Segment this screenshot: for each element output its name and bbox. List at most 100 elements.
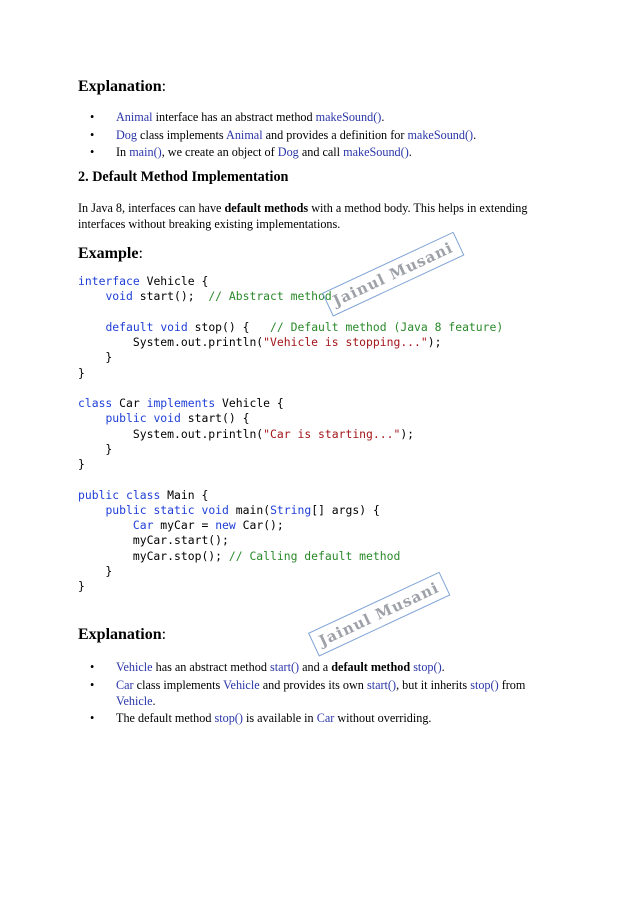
code-kw: void	[105, 289, 133, 304]
code-text: }	[78, 457, 85, 471]
list-item-keyword: Vehicle	[116, 693, 153, 708]
explanation-list-1: Animal interface has an abstract method …	[78, 109, 558, 162]
code-line: void start(); // Abstract method	[78, 289, 332, 304]
code-str: "Vehicle is stopping..."	[263, 335, 428, 349]
list-item-text: .	[381, 110, 385, 124]
code-kw: String	[270, 502, 312, 517]
code-text: }	[78, 579, 85, 593]
code-kw: class	[78, 396, 113, 410]
code-text	[78, 503, 105, 517]
paragraph-bold: default methods	[224, 201, 309, 215]
code-line: public static void main(String[] args) {	[78, 502, 380, 517]
list-item-keyword: Car	[316, 711, 335, 725]
explanation-list-2: Vehicle has an abstract method start() a…	[78, 659, 558, 728]
code-cm: // Abstract method	[208, 289, 332, 304]
code-text: }	[78, 365, 85, 380]
section-title: 2. Default Method Implementation	[78, 169, 289, 185]
code-kw: void	[153, 411, 181, 426]
code-str: "Car is starting..."	[263, 426, 401, 441]
code-text: );	[400, 426, 415, 441]
list-item-text: class implements	[133, 677, 224, 692]
code-line: myCar.start();	[78, 533, 229, 547]
code-kw: implements	[146, 396, 216, 410]
list-item-text: , but it inherits	[396, 677, 471, 692]
code-text: System.out.println(	[78, 426, 264, 441]
list-item-text: has an abstract method	[152, 660, 270, 674]
code-text: Car	[112, 396, 147, 410]
code-line: }	[78, 366, 85, 380]
list-item-bold: default method	[331, 660, 411, 674]
example-heading: Example:	[78, 245, 143, 262]
list-item-keyword: Animal	[116, 110, 153, 124]
list-item-keyword: makeSound()	[407, 127, 474, 142]
list-item-text: class implements	[137, 127, 227, 142]
list-item-keyword: Dog	[277, 145, 299, 159]
explanation-heading-2: Explanation:	[78, 626, 167, 643]
code-text: Car();	[235, 518, 284, 532]
code-kw: new	[215, 518, 236, 532]
code-line: }	[78, 564, 112, 578]
code-kw: class	[126, 487, 161, 502]
code-text: main(	[228, 502, 271, 517]
list-item-text: .	[441, 660, 445, 674]
list-item-keyword: Car	[116, 677, 134, 692]
code-line: public void start() {	[78, 411, 249, 425]
code-text: }	[78, 441, 113, 456]
code-line: default void stop() { // Default method …	[78, 320, 503, 334]
code-block: interface Vehicle { void start(); // Abs…	[78, 274, 503, 594]
list-item-keyword: makeSound()	[343, 145, 409, 159]
code-text: stop() {	[187, 319, 271, 334]
list-item-keyword: Dog	[116, 127, 137, 142]
list-item-text: .	[152, 693, 156, 708]
list-item-text: interface has an abstract method	[152, 110, 316, 124]
list-item: In main(), we create an object of Dog an…	[78, 144, 558, 160]
code-line: System.out.println("Vehicle is stopping.…	[78, 335, 442, 349]
code-text	[78, 411, 105, 425]
code-kw: public	[78, 487, 120, 502]
code-line: System.out.println("Car is starting...")…	[78, 427, 414, 441]
code-kw: static	[153, 502, 195, 517]
list-item-text: without overriding.	[334, 711, 432, 725]
section-paragraph: In Java 8, interfaces can have default m…	[78, 200, 558, 232]
list-item-keyword: makeSound()	[315, 110, 382, 124]
code-text: myCar.stop();	[78, 548, 229, 563]
list-item: Animal interface has an abstract method …	[78, 109, 558, 125]
code-text: System.out.println(	[78, 335, 264, 349]
list-item-text: The default method	[116, 711, 215, 725]
list-item-text: In	[116, 145, 130, 159]
list-item-keyword: stop()	[470, 677, 499, 692]
list-item-keyword: start()	[366, 677, 397, 692]
code-text: myCar =	[153, 518, 216, 532]
list-item-text: is available in	[242, 711, 317, 725]
explanation-heading-1: Explanation:	[78, 78, 167, 95]
code-line: }	[78, 350, 112, 364]
code-line: Car myCar = new Car();	[78, 518, 284, 532]
code-text: }	[78, 563, 113, 578]
list-item-text: .	[473, 127, 477, 142]
code-text: start();	[132, 289, 209, 304]
list-item: The default method stop() is available i…	[78, 710, 558, 726]
paragraph-text: In Java 8, interfaces can have	[78, 201, 225, 215]
code-text: myCar.start();	[78, 533, 229, 548]
code-line: interface Vehicle {	[78, 274, 208, 288]
code-line: }	[78, 579, 85, 593]
code-text: );	[427, 335, 442, 349]
code-text	[78, 320, 105, 334]
list-item-keyword: stop()	[214, 711, 243, 725]
list-item-keyword: Vehicle	[223, 677, 260, 692]
list-item-text: and provides a definition for	[262, 127, 408, 142]
list-item-text: from	[498, 677, 526, 692]
code-text: Vehicle {	[215, 396, 284, 410]
code-text: [] args) {	[311, 502, 380, 517]
code-line: myCar.stop(); // Calling default method	[78, 549, 400, 563]
list-item-text: and a	[299, 660, 332, 674]
code-kw: public	[105, 502, 147, 517]
code-text	[78, 518, 133, 532]
paragraph-text: with a method body. This helps in extend…	[78, 201, 528, 231]
list-item-keyword: stop()	[413, 660, 442, 674]
code-text: start() {	[180, 411, 250, 426]
list-item-keyword: Vehicle	[116, 660, 153, 674]
list-item-text: and provides its own	[259, 677, 367, 692]
list-item-text: , we create an object of	[161, 145, 278, 159]
list-item: Car class implements Vehicle and provide…	[78, 677, 558, 709]
